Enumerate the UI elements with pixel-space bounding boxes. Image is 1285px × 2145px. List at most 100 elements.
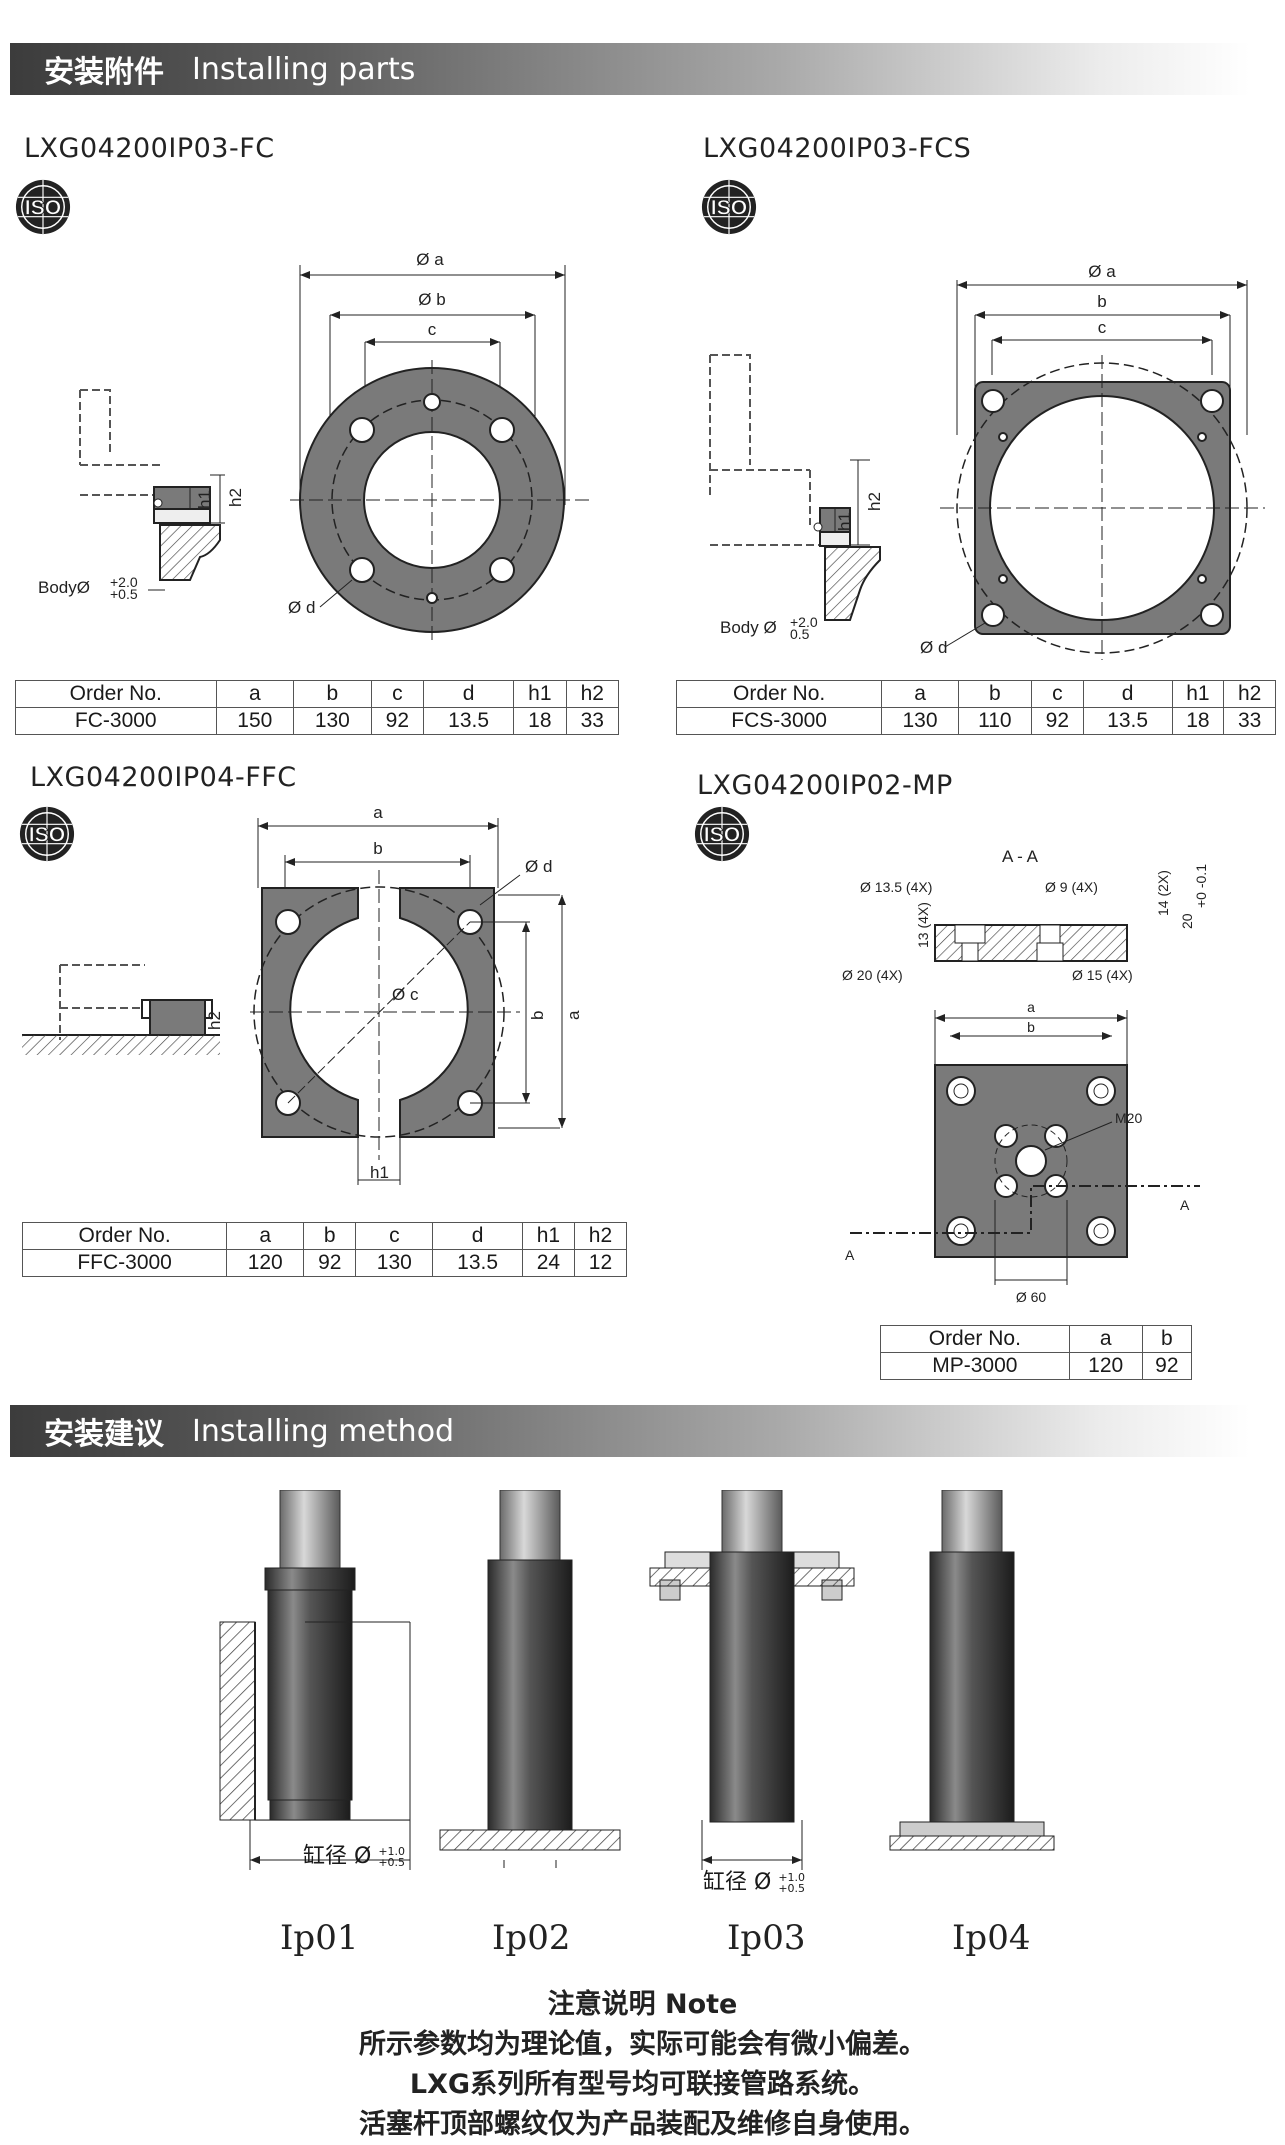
fcs-c-label: c xyxy=(1098,318,1107,337)
table-header: h2 xyxy=(1224,681,1276,708)
bore-tol-bot: +0.5 xyxy=(378,1856,405,1869)
iso-logo-icon: ISO xyxy=(14,178,72,236)
table-header: h2 xyxy=(574,1223,626,1250)
table-cell: 92 xyxy=(371,708,423,735)
note-line: 所示参数均为理论值，实际可能会有微小偏差。 xyxy=(0,2025,1285,2065)
notes-title: 注意说明 Note xyxy=(0,1985,1285,2025)
table-header: a xyxy=(216,681,294,708)
table-header: a xyxy=(227,1223,304,1250)
table-cell: 13.5 xyxy=(1083,708,1172,735)
table-cell: 92 xyxy=(1031,708,1083,735)
ip04-cylinder xyxy=(890,1490,1054,1850)
method-label-ip04: Ip04 xyxy=(952,1918,1030,1958)
note-line: LXG系列所有型号均可联接管路系统。 xyxy=(0,2065,1285,2105)
mp-plate-drawing: A - A Ø 13.5 (4X) Ø 9 (4X) Ø 20 (4X) Ø 1… xyxy=(840,840,1220,1310)
mp-a-label: a xyxy=(1027,999,1035,1015)
section-title-en: Installing method xyxy=(192,1414,454,1449)
table-header: Order No. xyxy=(881,1326,1070,1353)
ffc-h1-label: h1 xyxy=(370,1163,389,1182)
table-header: d xyxy=(1083,681,1172,708)
bore-text: 缸径 Ø xyxy=(703,1870,771,1895)
ip02-cylinder xyxy=(440,1490,620,1868)
table-cell: 130 xyxy=(294,708,372,735)
section-title-zh: 安装建议 xyxy=(44,1409,164,1453)
mp-d20-label: Ø 20 (4X) xyxy=(842,967,903,983)
table-header: c xyxy=(1031,681,1083,708)
bore-label-ip03: 缸径 Ø +1.0+0.5 xyxy=(703,1864,805,1896)
table-cell: 120 xyxy=(1069,1353,1142,1380)
ffc-b-label: b xyxy=(373,839,382,858)
fcs-flange-drawing: h2 h1 Body Ø +2.0 0.5 Ø a b c Ø d xyxy=(700,255,1270,665)
table-header: h2 xyxy=(566,681,618,708)
iso-logo-icon: ISO xyxy=(693,805,751,863)
bore-label-ip01: 缸径 Ø +1.0+0.5 xyxy=(303,1838,405,1870)
table-cell: 18 xyxy=(514,708,566,735)
mp-tol20-label: +0 -0.1 xyxy=(1193,864,1209,908)
mp-section-label: A - A xyxy=(1002,847,1039,866)
table-header: Order No. xyxy=(16,681,217,708)
table-cell: 13.5 xyxy=(424,708,514,735)
installing-method-drawing xyxy=(190,1490,1070,1890)
mp-cut-label: A xyxy=(1180,1197,1190,1213)
table-cell: 12 xyxy=(574,1250,626,1277)
iso-text: ISO xyxy=(25,196,62,220)
table-cell: 33 xyxy=(566,708,618,735)
table-header: b xyxy=(294,681,372,708)
table-header: c xyxy=(371,681,423,708)
ffc-a-label: a xyxy=(373,803,383,822)
table-header: b xyxy=(1142,1326,1191,1353)
fc-c-label: c xyxy=(428,320,437,339)
mp-m20-label: M20 xyxy=(1115,1110,1142,1126)
section-title-zh: 安装附件 xyxy=(44,47,164,91)
table-cell: 18 xyxy=(1172,708,1224,735)
ffc-a-side-label: a xyxy=(564,1010,583,1020)
mp-h13-label: 13 (4X) xyxy=(915,902,931,948)
table-header: a xyxy=(1069,1326,1142,1353)
table-cell: FCS-3000 xyxy=(677,708,882,735)
mp-cut-label: A xyxy=(845,1247,855,1263)
note-line: 活塞杆顶部螺纹仅为产品装配及维修自身使用。 xyxy=(0,2105,1285,2145)
table-header: d xyxy=(424,681,514,708)
method-label-ip02: Ip02 xyxy=(492,1918,570,1958)
table-header: h1 xyxy=(522,1223,574,1250)
ffc-b-side-label: b xyxy=(528,1011,547,1020)
fcs-a-label: Ø a xyxy=(1088,262,1116,281)
table-cell: MP-3000 xyxy=(881,1353,1070,1380)
fc-body-label: BodyØ xyxy=(38,578,90,597)
fcs-h1-label: h1 xyxy=(835,512,854,531)
table-cell: FC-3000 xyxy=(16,708,217,735)
table-cell: 24 xyxy=(522,1250,574,1277)
table-header: c xyxy=(356,1223,433,1250)
mp-d15-label: Ø 15 (4X) xyxy=(1072,967,1133,983)
fcs-b-label: b xyxy=(1097,292,1106,311)
product-code-ffc: LXG04200IP04-FFC xyxy=(30,762,297,793)
notes-block: 注意说明 Note 所示参数均为理论值，实际可能会有微小偏差。 LXG系列所有型… xyxy=(0,1985,1285,2145)
method-label-ip01: Ip01 xyxy=(280,1918,358,1958)
fc-a-label: Ø a xyxy=(416,250,444,269)
table-cell: 150 xyxy=(216,708,294,735)
table-cell: FFC-3000 xyxy=(23,1250,227,1277)
table-header: a xyxy=(882,681,959,708)
table-header: d xyxy=(433,1223,523,1250)
bore-tol-bot: +0.5 xyxy=(778,1882,805,1895)
fc-flange-drawing: h2 h1 BodyØ +2.0 +0.5 Ø a Ø b c Ø d xyxy=(30,235,620,655)
table-cell: 33 xyxy=(1224,708,1276,735)
bore-text: 缸径 Ø xyxy=(303,1844,371,1869)
mp-b-label: b xyxy=(1027,1019,1035,1035)
product-code-fcs: LXG04200IP03-FCS xyxy=(703,133,971,164)
product-code-fc: LXG04200IP03-FC xyxy=(24,133,275,164)
table-header: Order No. xyxy=(23,1223,227,1250)
section-banner-method: 安装建议 Installing method xyxy=(10,1405,1250,1457)
section-banner-parts: 安装附件 Installing parts xyxy=(10,43,1250,95)
fc-h1-label: h1 xyxy=(195,490,214,509)
fc-b-label: Ø b xyxy=(418,290,445,309)
table-cell: 130 xyxy=(882,708,959,735)
mp-h20-label: 20 xyxy=(1179,913,1195,929)
ffc-c-label: Ø c xyxy=(392,985,419,1004)
